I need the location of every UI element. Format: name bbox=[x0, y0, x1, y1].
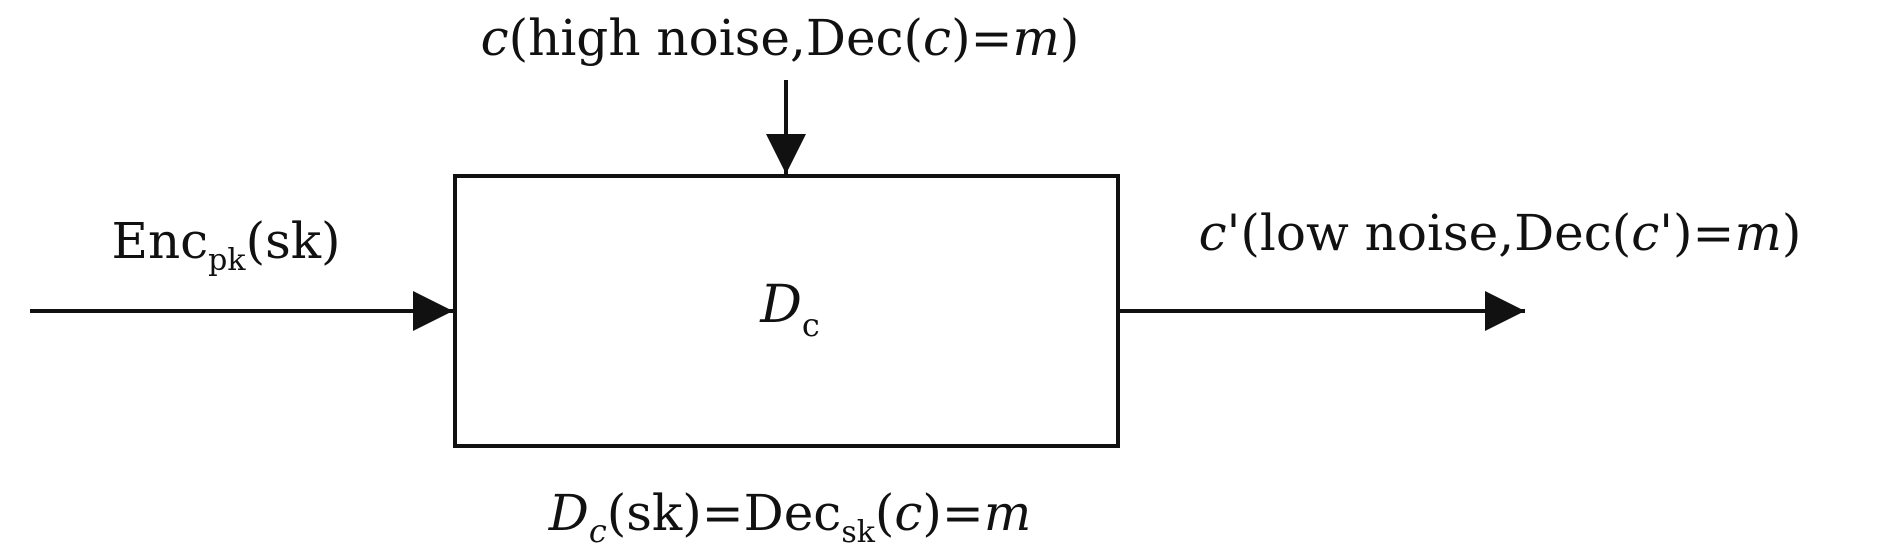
left-input-label: Encpk(sk) bbox=[111, 212, 340, 278]
bottom-equation-label: Dc(sk)=Decsk(c)=m bbox=[548, 484, 1032, 550]
top-input-label: c(high noise,Dec(c)=m) bbox=[481, 9, 1080, 67]
box-label: Dc bbox=[759, 275, 820, 344]
decryption-box bbox=[453, 174, 1120, 448]
right-output-label: c'(low noise,Dec(c')=m) bbox=[1199, 204, 1802, 262]
